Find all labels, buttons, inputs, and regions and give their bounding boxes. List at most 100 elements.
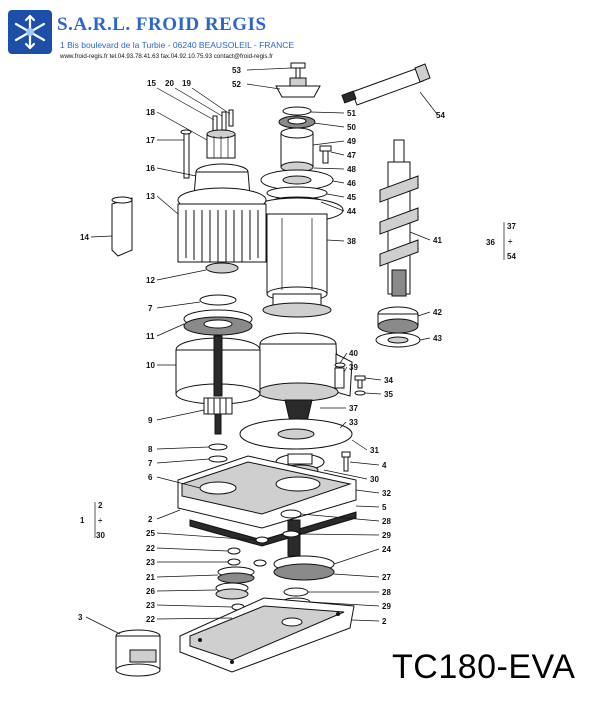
- bearing-49: [280, 127, 314, 173]
- can-3: [115, 629, 161, 677]
- armature-9: [203, 397, 233, 435]
- shaft-28-29-24: [273, 509, 335, 581]
- company-address: 1 Bis boulevard de la Turbie - 06240 BEA…: [60, 40, 295, 50]
- callout-28-lower: 28: [382, 588, 391, 597]
- callout-22-lower: 22: [146, 615, 155, 624]
- callout-16: 16: [146, 164, 155, 173]
- callout-52: 52: [232, 80, 241, 89]
- callout-30: 30: [370, 475, 379, 484]
- group-1-sep: ÷: [98, 516, 103, 525]
- callout-44: 44: [347, 207, 356, 216]
- tube-54: [341, 63, 431, 106]
- callout-51: 51: [347, 109, 356, 118]
- callout-15: 15: [147, 79, 156, 88]
- cap-52: [275, 77, 321, 98]
- callout-29-lower: 29: [382, 602, 391, 611]
- screw-4: [341, 451, 351, 472]
- callout-46: 46: [347, 179, 356, 188]
- callout-39: 39: [349, 363, 358, 372]
- auger-41: [379, 139, 419, 297]
- callout-35: 35: [384, 390, 393, 399]
- company-contact: www.froid-regis.fr tel.04.93.78.41.63 fa…: [60, 53, 273, 60]
- group-36-main: 36: [486, 238, 495, 247]
- group-1-main: 1: [80, 516, 85, 525]
- washers-8-7: [208, 443, 228, 463]
- callout-29-upper: 29: [382, 531, 391, 540]
- callout-33: 33: [349, 418, 358, 427]
- callout-26: 26: [146, 587, 155, 596]
- callout-10: 10: [146, 361, 155, 370]
- callout-8: 8: [148, 445, 153, 454]
- callout-7-upper: 7: [148, 304, 153, 313]
- callout-18: 18: [146, 108, 155, 117]
- callout-23-upper: 23: [146, 558, 155, 567]
- callout-24: 24: [382, 545, 391, 554]
- callout-2-upper: 2: [148, 515, 153, 524]
- callout-5: 5: [382, 503, 387, 512]
- snowflake-logo-icon: [8, 10, 52, 54]
- motor-10: [175, 335, 261, 405]
- callout-43: 43: [433, 334, 442, 343]
- callout-28-upper: 28: [382, 517, 391, 526]
- callout-6: 6: [148, 473, 153, 482]
- screw-47: [319, 145, 332, 164]
- callout-49: 49: [347, 137, 356, 146]
- base-2: [179, 597, 355, 673]
- gears-21-26: [215, 566, 255, 600]
- callout-14: 14: [80, 233, 89, 242]
- gear-7-11: [183, 294, 253, 336]
- callout-20: 20: [165, 79, 174, 88]
- rod-17: [180, 129, 192, 179]
- callout-31: 31: [370, 446, 379, 455]
- disc-33: [239, 418, 353, 450]
- callout-41: 41: [433, 236, 442, 245]
- callout-12: 12: [146, 276, 155, 285]
- bracket-14: [111, 196, 133, 257]
- callout-27: 27: [382, 573, 391, 582]
- callout-17: 17: [146, 136, 155, 145]
- callout-3: 3: [78, 613, 83, 622]
- callout-13: 13: [146, 192, 155, 201]
- leader-lines: [85, 67, 505, 635]
- stator-13: [177, 187, 267, 274]
- callout-37: 37: [349, 404, 358, 413]
- callout-50: 50: [347, 123, 356, 132]
- screw-53: [290, 62, 306, 80]
- tube-38: [250, 197, 344, 318]
- model-name: TC180-EVA: [392, 648, 576, 686]
- group-1-top: 2: [98, 501, 103, 510]
- callout-48: 48: [347, 165, 356, 174]
- gearbox-cover-2: [177, 455, 357, 547]
- callout-11: 11: [146, 332, 155, 341]
- callout-19: 19: [182, 79, 191, 88]
- callout-42: 42: [433, 308, 442, 317]
- callout-54: 54: [436, 111, 445, 120]
- callout-40: 40: [349, 349, 358, 358]
- callout-25: 25: [146, 529, 155, 538]
- callout-9: 9: [148, 416, 153, 425]
- flange-46: [260, 169, 334, 191]
- callout-32: 32: [382, 489, 391, 498]
- callout-21: 21: [146, 573, 155, 582]
- callout-53: 53: [232, 66, 241, 75]
- callout-7-lower: 7: [148, 459, 153, 468]
- group-36-bottom: 54: [507, 252, 516, 261]
- group-36-sep: ÷: [508, 237, 513, 246]
- callout-2-lower: 2: [382, 617, 387, 626]
- group-36-top: 37: [507, 222, 516, 231]
- callout-34: 34: [384, 376, 393, 385]
- group-1-bottom: 30: [96, 531, 105, 540]
- callout-4: 4: [382, 461, 387, 470]
- fan-18: [206, 129, 236, 159]
- callout-47: 47: [347, 151, 356, 160]
- callout-labels: 53 52 54 51 50 49 47 48 46 45 44 38 41 4…: [78, 66, 445, 626]
- callout-38: 38: [347, 237, 356, 246]
- callout-45: 45: [347, 193, 356, 202]
- rings-51-50: [278, 106, 316, 129]
- callout-23-lower: 23: [146, 601, 155, 610]
- bearing-42-43: [375, 306, 421, 348]
- range-group-1: 1 2 ÷ 30: [80, 501, 105, 540]
- range-group-36: 36 37 ÷ 54: [486, 222, 516, 261]
